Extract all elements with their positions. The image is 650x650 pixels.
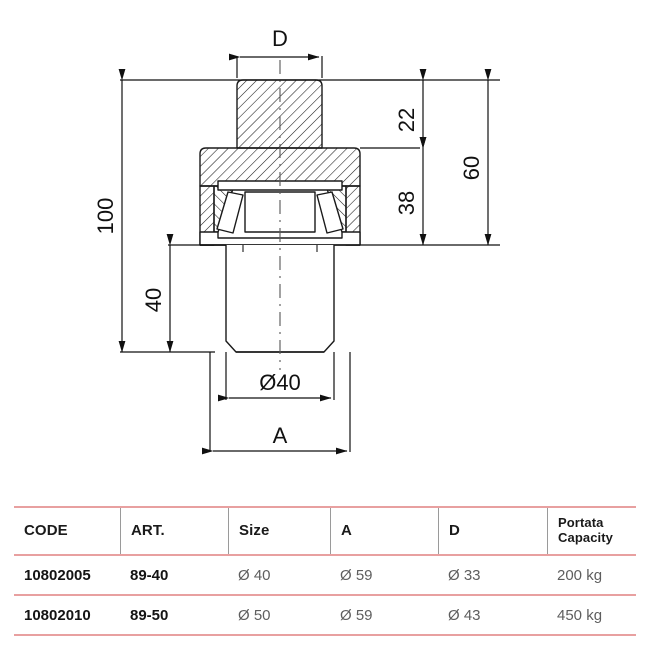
row1-cell-art: 89-50 bbox=[120, 596, 228, 634]
table-rule-top bbox=[14, 506, 636, 508]
row0-a: Ø 59 bbox=[340, 566, 373, 584]
dim-label-40: 40 bbox=[141, 288, 166, 312]
row1-capacity: 450 kg bbox=[557, 606, 603, 624]
row1-size: Ø 50 bbox=[238, 606, 271, 624]
row1-cell-a: Ø 59 bbox=[330, 596, 438, 634]
header-label-capacity-line1: Portata bbox=[558, 515, 604, 531]
header-cell-d: D bbox=[438, 508, 547, 554]
header-label-size: Size bbox=[239, 521, 270, 539]
row0-cell-art: 89-40 bbox=[120, 556, 228, 594]
tapered-roller-left bbox=[216, 191, 244, 234]
header-label-a: A bbox=[341, 521, 352, 539]
dim-label-38: 38 bbox=[394, 191, 419, 215]
spec-table: CODE ART. Size A D bbox=[14, 506, 636, 636]
dim-label-60: 60 bbox=[459, 156, 484, 180]
row0-d: Ø 33 bbox=[448, 566, 481, 584]
row0-cell-a: Ø 59 bbox=[330, 556, 438, 594]
row1-cell-capacity: 450 kg bbox=[547, 596, 636, 634]
dim-label-D: D bbox=[272, 26, 288, 51]
header-label-d: D bbox=[449, 521, 460, 539]
dim-label-stem-diameter: Ø40 bbox=[259, 370, 301, 395]
table-rule-bottom bbox=[14, 634, 636, 636]
table-header-row: CODE ART. Size A D bbox=[14, 508, 636, 554]
row0-size: Ø 40 bbox=[238, 566, 271, 584]
row0-art: 89-40 bbox=[130, 566, 169, 584]
dim-label-A: A bbox=[273, 423, 288, 448]
table-row[interactable]: 10802005 89-40 Ø 40 Ø 59 Ø 33 bbox=[14, 556, 636, 594]
header-cell-size: Size bbox=[228, 508, 330, 554]
row0-cell-capacity: 200 kg bbox=[547, 556, 636, 594]
row0-capacity: 200 kg bbox=[557, 566, 603, 584]
header-cell-art: ART. bbox=[120, 508, 228, 554]
head-block-section bbox=[199, 147, 361, 187]
row0-cell-code: 10802005 bbox=[14, 556, 120, 594]
row1-cell-d: Ø 43 bbox=[438, 596, 547, 634]
header-label-capacity-line2: Capacity bbox=[558, 530, 613, 545]
row1-cell-size: Ø 50 bbox=[228, 596, 330, 634]
row0-cell-size: Ø 40 bbox=[228, 556, 330, 594]
header-cell-a: A bbox=[330, 508, 438, 554]
header-label-art: ART. bbox=[131, 521, 165, 539]
row1-a: Ø 59 bbox=[340, 606, 373, 624]
tapered-roller-right bbox=[316, 191, 344, 234]
row0-code: 10802005 bbox=[24, 566, 91, 584]
row1-code: 10802010 bbox=[24, 606, 91, 624]
table-row[interactable]: 10802010 89-50 Ø 50 Ø 59 Ø 43 bbox=[14, 596, 636, 634]
row0-cell-d: Ø 33 bbox=[438, 556, 547, 594]
row1-cell-code: 10802010 bbox=[14, 596, 120, 634]
header-label-code: CODE bbox=[24, 521, 68, 539]
dim-label-22: 22 bbox=[394, 108, 419, 132]
dim-label-100: 100 bbox=[93, 198, 118, 235]
row1-d: Ø 43 bbox=[448, 606, 481, 624]
technical-drawing: 100 40 22 38 60 D Ø40 A bbox=[93, 26, 500, 455]
table-rule-row0-bottom bbox=[14, 594, 636, 596]
row1-art: 89-50 bbox=[130, 606, 169, 624]
header-cell-code: CODE bbox=[14, 508, 120, 554]
header-cell-capacity: Portata Capacity bbox=[547, 508, 636, 554]
table-rule-header-bottom bbox=[14, 554, 636, 556]
